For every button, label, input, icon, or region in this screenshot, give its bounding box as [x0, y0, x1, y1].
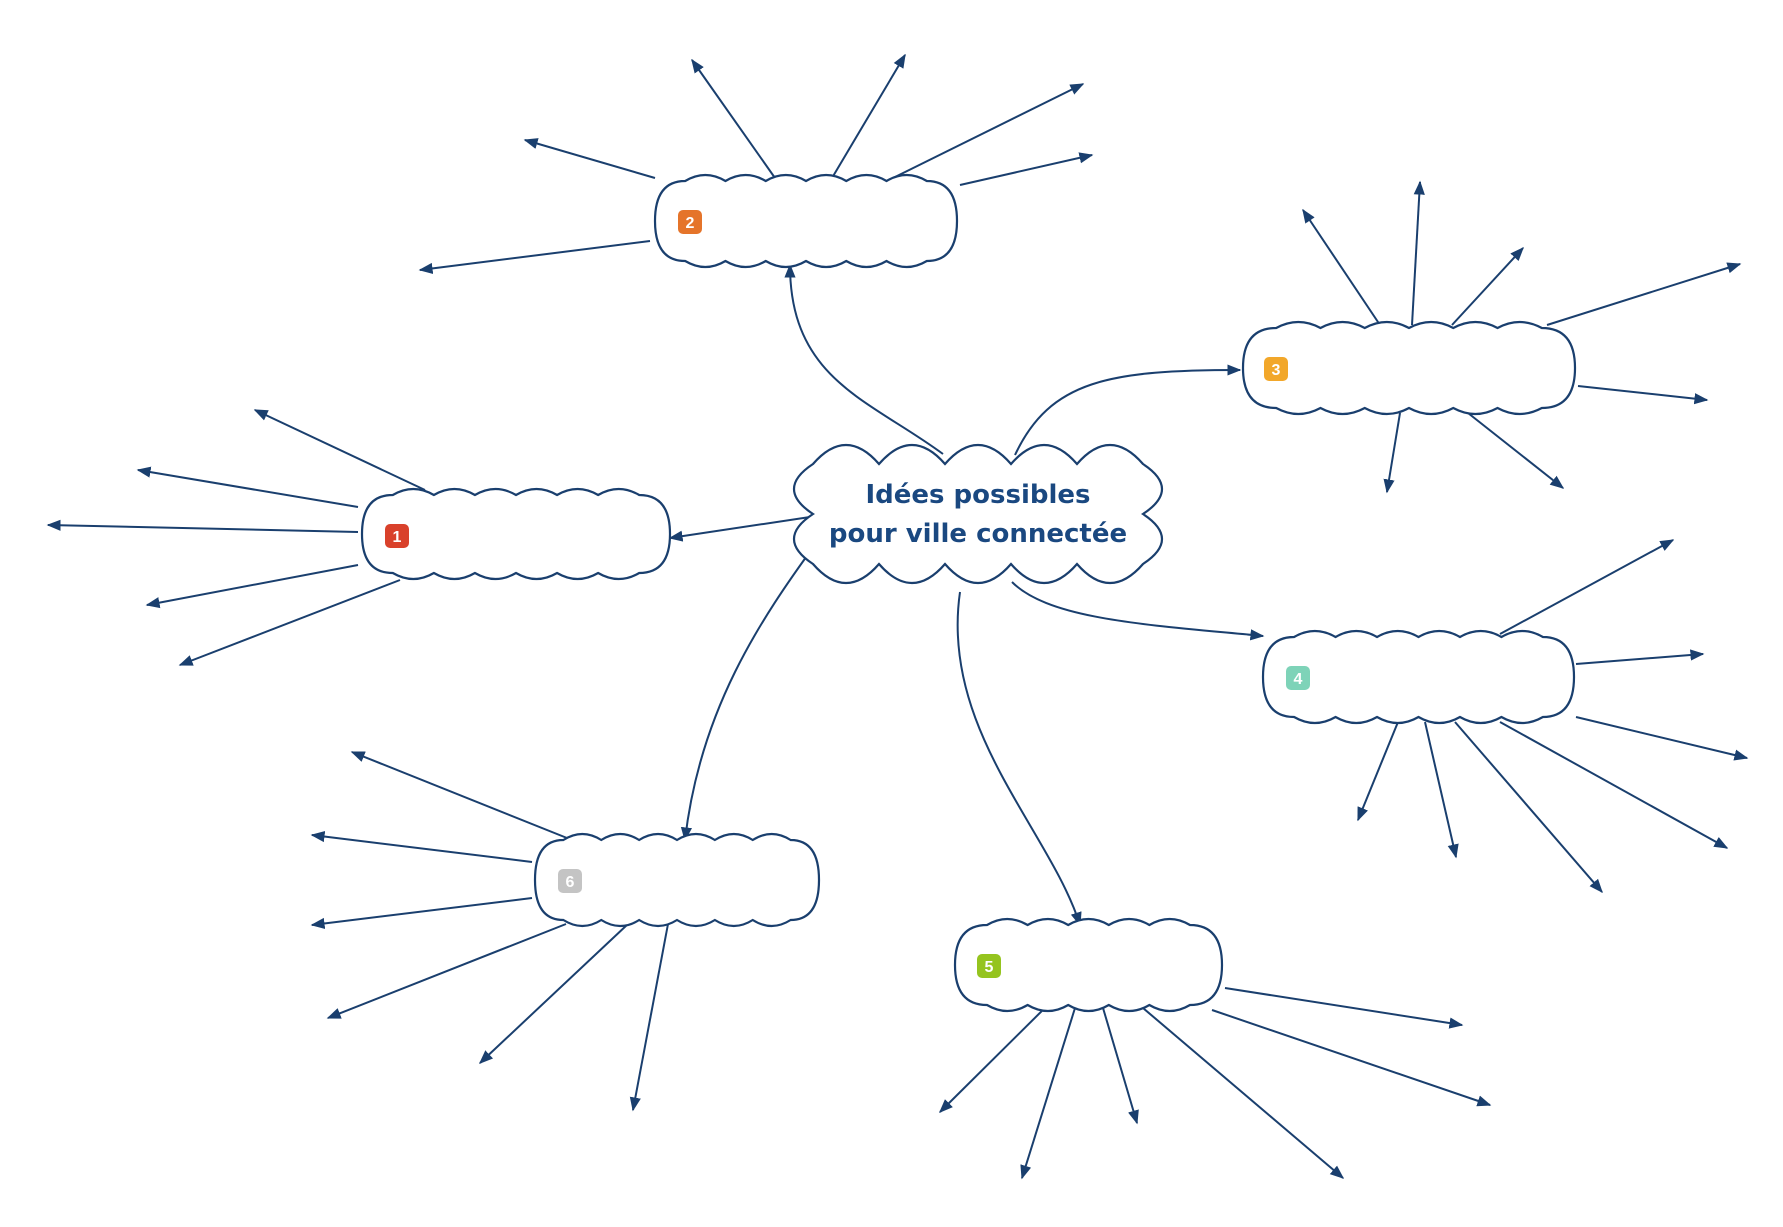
branch-3-subtopic-arrow-3: [1451, 246, 1524, 326]
priority-3-badge-icon: [1264, 357, 1288, 381]
branch-spokes: [46, 53, 1749, 1180]
priority-2-badge-icon: [678, 210, 702, 234]
branch-2[interactable]: 2: [653, 173, 959, 269]
central-topic-cloud: [793, 443, 1163, 585]
branch-3-badge-number: 3: [1272, 362, 1281, 379]
branch-6-subtopic-arrow-1: [350, 751, 568, 839]
central-topic-title-line1: Idées possibles: [865, 480, 1090, 510]
branch-3-cloud: [1241, 320, 1577, 416]
connector-to-branch-5: [956, 591, 1082, 927]
branch-1-subtopic-arrow-2: [136, 466, 359, 508]
branch-1-cloud: [360, 487, 672, 581]
branch-4-subtopic-arrow-4: [1499, 721, 1729, 849]
branch-2-cloud: [653, 173, 959, 269]
branch-2-subtopic-arrow-5: [892, 83, 1085, 179]
branch-3-subtopic-arrow-4: [1546, 262, 1742, 326]
connector-to-branch-3: [1014, 364, 1242, 456]
branch-1-subtopic-arrow-5: [178, 579, 401, 666]
branch-4-subtopic-arrow-1: [1499, 539, 1675, 635]
branch-1-subtopic-arrow-4: [145, 564, 359, 609]
priority-5-badge-icon: [977, 954, 1001, 978]
branch-5-subtopic-arrow-5: [1211, 1009, 1492, 1107]
branch-5-badge-number: 5: [985, 959, 994, 976]
branch-6-subtopic-arrow-3: [310, 897, 533, 930]
branches: 1 2 3 4 5 6: [360, 173, 1577, 1013]
branch-4-subtopic-arrow-2: [1575, 649, 1705, 665]
branch-2-subtopic-arrow-3: [691, 58, 776, 179]
branch-4-badge-number: 4: [1294, 671, 1303, 688]
branch-6-subtopic-arrow-5: [478, 923, 629, 1064]
branch-2-subtopic-arrow-6: [959, 152, 1094, 186]
branch-1-subtopic-arrow-1: [253, 409, 426, 491]
branch-6-subtopic-arrow-6: [629, 923, 669, 1112]
branch-3[interactable]: 3: [1241, 320, 1577, 416]
branch-2-subtopic-arrow-1: [523, 138, 656, 179]
branch-2-subtopic-arrow-2: [418, 240, 651, 274]
branch-2-subtopic-arrow-4: [831, 53, 906, 179]
branch-4-subtopic-arrow-3: [1575, 716, 1749, 761]
branch-4-subtopic-arrow-5: [1454, 721, 1603, 894]
connector-to-branch-6: [680, 541, 818, 842]
branch-5[interactable]: 5: [953, 917, 1224, 1013]
priority-1-badge-icon: [385, 524, 409, 548]
central-topic-title-line2: pour ville connectée: [829, 519, 1127, 549]
branch-1-badge-number: 1: [393, 529, 402, 546]
branch-4[interactable]: 4: [1261, 629, 1576, 725]
branch-6-cloud: [533, 832, 821, 928]
branch-3-subtopic-arrow-1: [1302, 208, 1381, 326]
branch-5-subtopic-arrow-4: [1142, 1007, 1345, 1179]
branch-5-subtopic-arrow-3: [1097, 990, 1139, 1125]
central-topic[interactable]: Idées possibles pour ville connectée: [793, 443, 1163, 585]
branch-3-subtopic-arrow-2: [1411, 180, 1425, 326]
central-connectors: [668, 263, 1265, 927]
branch-6-subtopic-arrow-2: [310, 830, 533, 863]
branch-4-subtopic-arrow-6: [1424, 721, 1459, 859]
branch-5-subtopic-arrow-2: [1020, 1007, 1076, 1180]
branch-3-subtopic-arrow-5: [1577, 385, 1709, 405]
priority-6-badge-icon: [558, 869, 582, 893]
connector-to-branch-4: [1011, 581, 1265, 641]
connector-to-branch-1: [668, 516, 811, 542]
branch-3-subtopic-arrow-6: [1467, 412, 1565, 489]
branch-2-badge-number: 2: [686, 215, 695, 232]
priority-4-badge-icon: [1286, 666, 1310, 690]
branch-6[interactable]: 6: [533, 832, 821, 928]
branch-1[interactable]: 1: [360, 487, 672, 581]
branch-6-subtopic-arrow-4: [326, 923, 567, 1019]
branch-3-subtopic-arrow-7: [1383, 412, 1401, 494]
branch-4-cloud: [1261, 629, 1576, 725]
branch-4-subtopic-arrow-7: [1357, 721, 1399, 822]
branch-6-badge-number: 6: [566, 874, 575, 891]
connector-to-branch-2: [784, 263, 944, 455]
branch-5-cloud: [953, 917, 1224, 1013]
branch-1-subtopic-arrow-3: [46, 519, 359, 533]
branch-5-subtopic-arrow-6: [1224, 987, 1464, 1029]
